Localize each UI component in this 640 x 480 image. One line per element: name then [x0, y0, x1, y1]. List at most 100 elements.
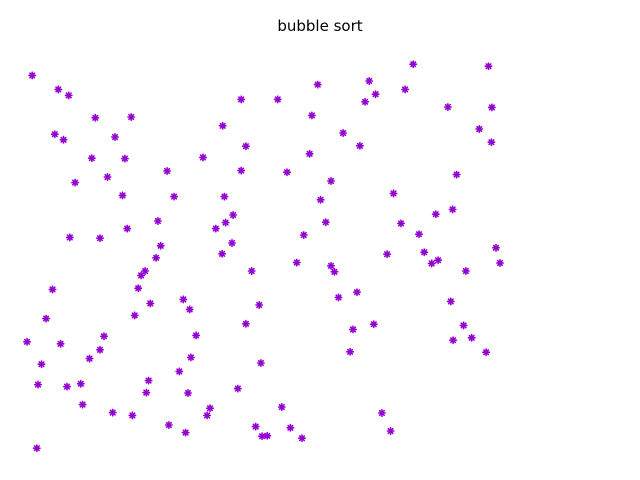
data-point	[377, 408, 386, 418]
data-point	[163, 166, 172, 176]
data-point	[448, 205, 457, 214]
data-point	[386, 426, 395, 436]
data-point	[431, 210, 440, 219]
data-point	[401, 85, 410, 94]
data-point	[251, 422, 260, 431]
data-point	[118, 191, 127, 200]
data-point	[170, 192, 179, 201]
data-point	[56, 339, 65, 348]
data-point	[65, 233, 74, 242]
data-point	[142, 388, 151, 397]
data-point	[128, 411, 137, 420]
data-point	[487, 138, 496, 147]
data-point	[475, 124, 484, 134]
data-point	[247, 266, 256, 276]
data-point	[137, 271, 146, 280]
data-point	[348, 325, 358, 334]
data-point	[85, 354, 94, 363]
data-point	[108, 408, 117, 417]
data-point	[175, 367, 184, 376]
data-point	[273, 95, 282, 104]
data-point	[305, 149, 314, 158]
data-point	[99, 332, 109, 341]
data-point	[330, 267, 339, 276]
data-point	[459, 321, 468, 330]
data-point	[313, 80, 322, 89]
data-point	[95, 234, 105, 243]
data-point	[183, 388, 193, 398]
data-point	[427, 259, 436, 268]
data-point	[146, 299, 155, 308]
data-point	[218, 249, 227, 258]
data-point	[361, 97, 370, 106]
data-point	[484, 62, 493, 71]
data-point	[120, 154, 129, 163]
data-point	[491, 243, 501, 252]
data-point	[297, 434, 307, 443]
data-point	[152, 253, 161, 262]
data-point	[487, 103, 496, 112]
data-point	[181, 428, 190, 437]
data-point	[414, 230, 424, 239]
data-point	[130, 311, 139, 320]
data-point	[263, 431, 272, 440]
data-point	[233, 384, 242, 393]
data-point	[237, 166, 246, 175]
data-point	[134, 284, 143, 293]
data-point	[221, 218, 230, 227]
data-point	[192, 331, 201, 340]
data-point	[409, 60, 418, 69]
data-point	[241, 142, 250, 151]
data-point	[495, 258, 505, 268]
data-point	[28, 71, 37, 80]
data-point	[203, 411, 212, 420]
data-point	[299, 230, 308, 240]
data-point	[396, 219, 406, 228]
data-point	[218, 121, 227, 130]
data-point	[461, 266, 470, 276]
data-point	[326, 176, 336, 186]
data-point	[22, 337, 32, 346]
data-point	[95, 345, 105, 354]
data-point	[123, 224, 132, 233]
data-point	[32, 444, 41, 453]
data-point	[179, 295, 188, 304]
data-point	[292, 258, 301, 267]
data-point	[420, 248, 429, 257]
data-point	[334, 293, 343, 302]
data-point	[316, 195, 325, 204]
data-point	[339, 128, 348, 138]
data-point	[64, 91, 73, 100]
data-point	[59, 135, 68, 144]
data-point	[54, 85, 63, 94]
data-point	[110, 132, 120, 142]
data-point	[282, 168, 292, 177]
data-point	[205, 404, 215, 413]
data-point	[365, 76, 374, 86]
data-point	[467, 333, 476, 342]
data-point	[446, 297, 455, 306]
data-point	[256, 358, 265, 368]
data-point	[241, 319, 250, 328]
data-point	[449, 336, 458, 345]
data-point	[164, 420, 173, 430]
data-point	[443, 102, 452, 112]
data-point	[383, 250, 392, 259]
data-point	[326, 261, 336, 270]
data-point	[62, 382, 72, 391]
data-point	[103, 172, 112, 182]
data-point	[91, 113, 100, 122]
data-point	[371, 90, 380, 99]
data-point	[352, 288, 362, 297]
data-point	[346, 347, 355, 356]
data-point	[33, 380, 43, 389]
data-point	[42, 314, 51, 323]
data-point	[355, 141, 364, 150]
data-point	[186, 353, 195, 362]
data-point	[144, 376, 153, 385]
data-point	[127, 112, 136, 122]
chart-title: bubble sort	[277, 17, 363, 35]
data-point	[156, 241, 165, 250]
data-point	[153, 216, 162, 226]
data-point	[237, 95, 246, 104]
